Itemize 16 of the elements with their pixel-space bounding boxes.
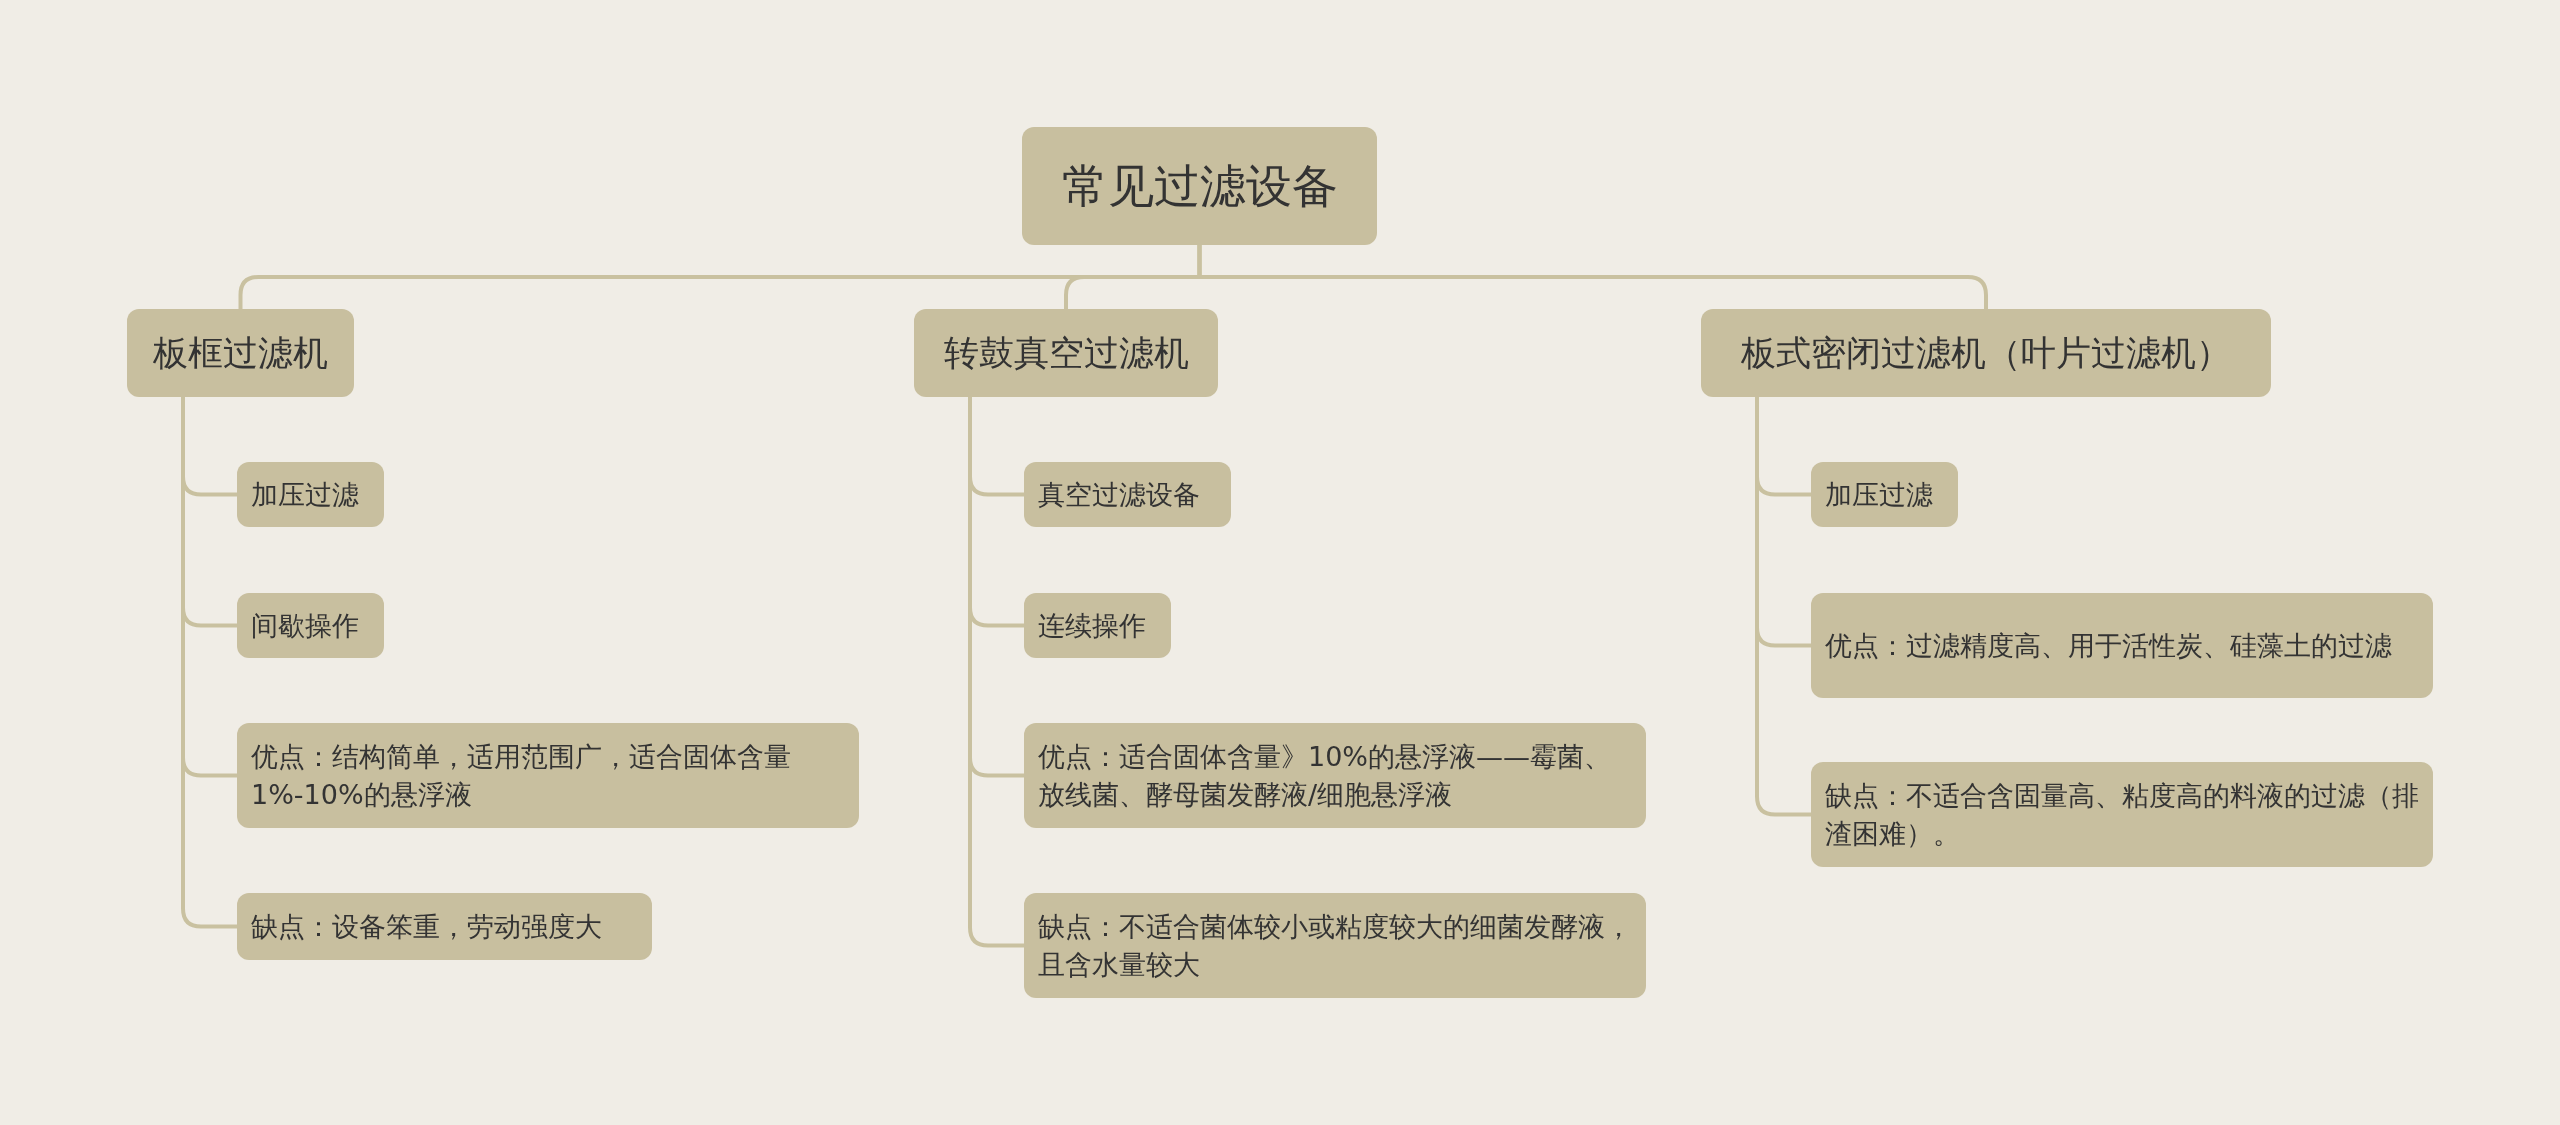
topic-box: 转鼓真空过滤机 xyxy=(914,309,1218,397)
subtopic-box: 连续操作 xyxy=(1024,593,1171,658)
topic-box: 板式密闭过滤机（叶片过滤机） xyxy=(1701,309,2271,397)
subtopic-box: 优点：结构简单，适用范围广，适合固体含量1%-10%的悬浮液 xyxy=(237,723,859,828)
subtopic-box: 间歇操作 xyxy=(237,593,384,658)
subtopic-box: 缺点：不适合菌体较小或粘度较大的细菌发酵液，且含水量较大 xyxy=(1024,893,1646,998)
connector xyxy=(1755,397,1811,817)
subtopic-box: 真空过滤设备 xyxy=(1024,462,1231,527)
topic-box: 板框过滤机 xyxy=(127,309,354,397)
central-topic-box: 常见过滤设备 xyxy=(1022,127,1377,245)
subtopic-box: 优点：适合固体含量》10%的悬浮液——霉菌、放线菌、酵母菌发酵液/细胞悬浮液 xyxy=(1024,723,1646,828)
subtopic-box: 加压过滤 xyxy=(1811,462,1958,527)
subtopic-box: 缺点：不适合含固量高、粘度高的料液的过滤（排渣困难）。 xyxy=(1811,762,2433,867)
subtopic-box: 优点：过滤精度高、用于活性炭、硅藻土的过滤 xyxy=(1811,593,2433,698)
subtopic-box: 缺点：设备笨重，劳动强度大 xyxy=(237,893,652,960)
subtopic-box: 加压过滤 xyxy=(237,462,384,527)
